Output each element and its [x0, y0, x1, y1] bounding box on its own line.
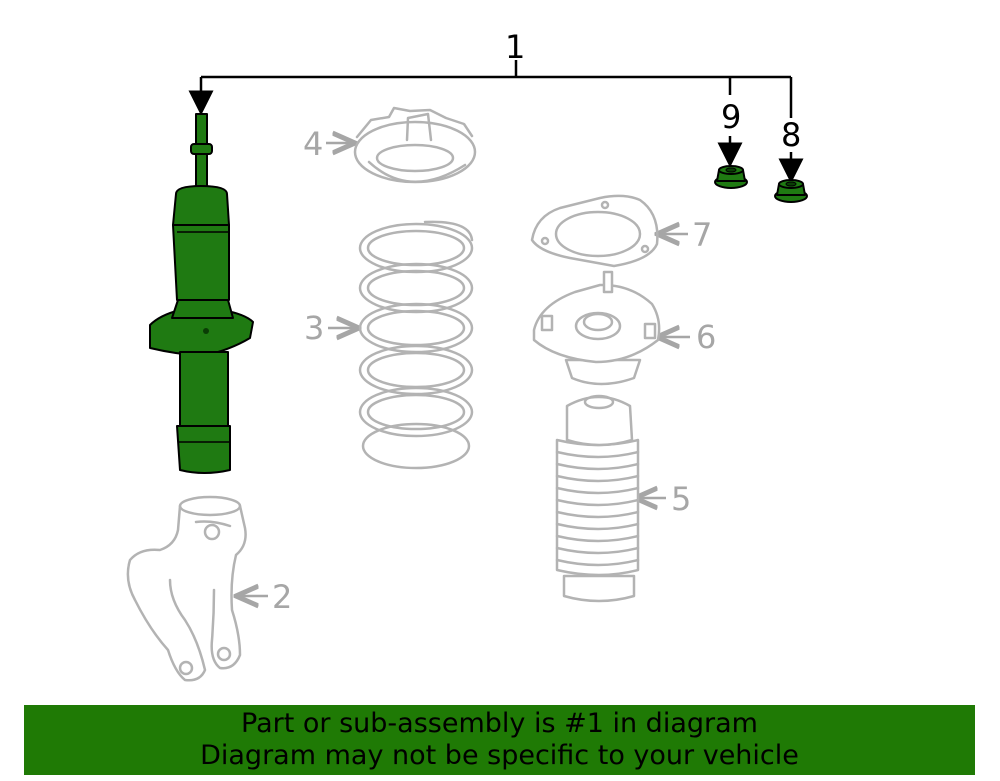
banner-line-1: Part or sub-assembly is #1 in diagram [241, 708, 758, 739]
banner-line-2: Diagram may not be specific to your vehi… [200, 740, 799, 771]
strut-mount-part-6[interactable] [532, 270, 661, 386]
flange-nut-8[interactable] [774, 179, 808, 203]
callout-4[interactable]: 4 [303, 125, 323, 163]
callout-6[interactable]: 6 [696, 318, 716, 356]
callout-3[interactable]: 3 [304, 309, 324, 347]
callout-8[interactable]: 8 [781, 116, 801, 154]
strut-assembly[interactable] [149, 113, 254, 474]
info-banner: Part or sub-assembly is #1 in diagram Di… [24, 705, 975, 775]
flange-nut-9[interactable] [714, 165, 748, 189]
callout-5[interactable]: 5 [671, 480, 691, 518]
assembly-bracket [188, 60, 793, 118]
callout-2[interactable]: 2 [272, 578, 292, 616]
mount-plate-part-7[interactable] [530, 194, 659, 268]
dust-boot-part-5[interactable] [555, 394, 640, 603]
strut-fork-part-2[interactable] [126, 495, 247, 682]
upper-mount-part-4[interactable] [353, 106, 477, 184]
parts-diagram: 1 9 8 4 [126, 28, 808, 682]
coil-spring-part-3[interactable] [358, 220, 474, 470]
callout-9[interactable]: 9 [721, 98, 741, 136]
callout-7[interactable]: 7 [692, 216, 712, 254]
callout-1[interactable]: 1 [505, 28, 525, 66]
